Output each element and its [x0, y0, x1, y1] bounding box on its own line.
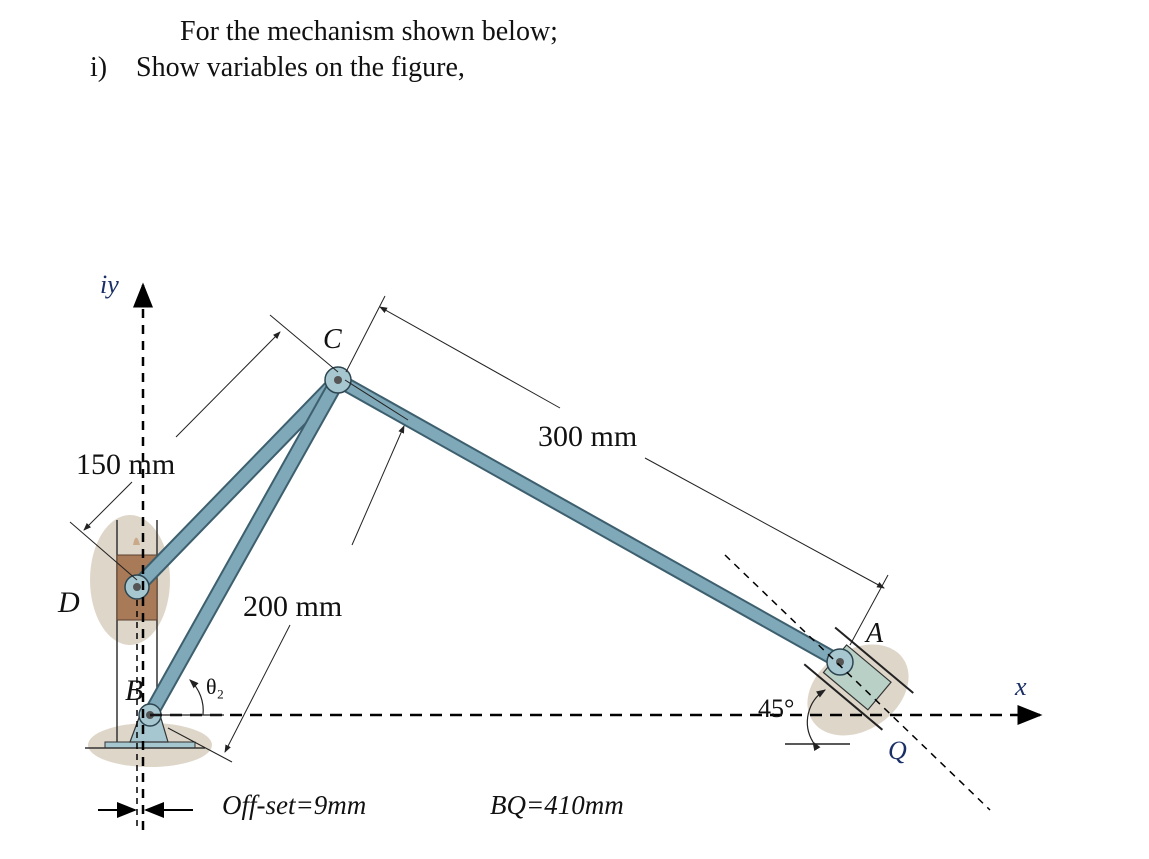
theta2-arc — [150, 679, 224, 716]
point-Q-label: Q — [888, 736, 907, 765]
dim-300 — [345, 295, 889, 646]
item-number: i) — [90, 52, 108, 83]
dim-200-label: 200 mm — [243, 590, 343, 623]
point-D-label: D — [58, 586, 80, 619]
theta2-label: θ₂ — [206, 674, 225, 699]
link-BC — [142, 372, 346, 723]
joint-A — [826, 648, 854, 676]
item-text: Show variables on the figure, — [136, 52, 465, 83]
dim-150-label: 150 mm — [76, 448, 176, 481]
bq-note: BQ=410mm — [490, 790, 624, 820]
angle-45-label: 45° — [758, 694, 795, 723]
slider-path-line — [724, 554, 991, 811]
angle-45-arc — [785, 689, 850, 752]
y-axis-label: iy — [100, 270, 119, 299]
dim-300-label: 300 mm — [538, 420, 638, 453]
link-DC — [129, 372, 346, 595]
offset-note: Off-set=9mm — [222, 790, 367, 820]
dim-150 — [69, 314, 339, 581]
point-B-label: B — [125, 674, 144, 707]
point-C-label: C — [323, 324, 342, 355]
x-axis-label: x — [1015, 672, 1027, 701]
problem-intro: For the mechanism shown below; — [180, 16, 558, 47]
dim-200 — [167, 379, 409, 763]
joint-C — [324, 366, 352, 394]
joint-D — [124, 574, 150, 600]
link-CA — [330, 372, 848, 670]
point-A-label: A — [866, 618, 884, 649]
